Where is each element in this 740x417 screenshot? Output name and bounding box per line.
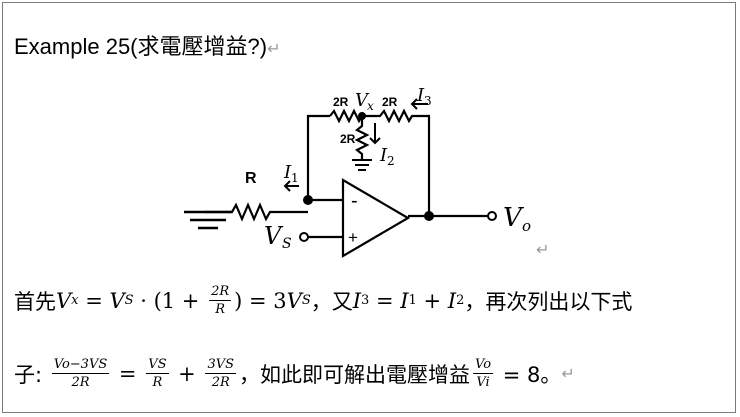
arrow-i3-icon: [410, 98, 428, 110]
op-amp-triangle: [341, 178, 411, 258]
page-frame: [2, 2, 736, 413]
arrow-i1-icon: [283, 180, 299, 192]
var-vs: V: [109, 288, 125, 313]
label-vs-sub: S: [282, 236, 292, 252]
label-vx-sub: x: [367, 99, 374, 113]
equation-line-2: 子: Vo−3VS 2R = VS R + 3VS 2R ，如此即可解出電壓增益…: [14, 358, 575, 389]
node-vx: [358, 112, 366, 120]
var-i1-sub: 1: [408, 293, 417, 308]
var-vs-sub: S: [301, 293, 311, 308]
paragraph-mark-icon: ↵: [536, 240, 550, 259]
op-equals: =: [78, 288, 110, 313]
label-i2-sub: 2: [387, 154, 395, 168]
label-vo-sub: o: [522, 217, 531, 235]
op-equals: =: [112, 361, 144, 386]
ground-symbol-mid: [352, 159, 372, 171]
label-i2: I: [379, 145, 388, 166]
fraction-2r-over-r: 2R R: [209, 284, 232, 317]
label-2r-vertical: 2R: [340, 132, 356, 146]
label-plus: +: [348, 228, 358, 247]
paragraph-mark-icon: ↵: [561, 364, 575, 383]
label-vs: V: [264, 222, 284, 250]
frac-num: Vo−3VS: [51, 357, 110, 374]
label-i1-sub: 1: [291, 171, 299, 185]
label-2r-right: 2R: [382, 95, 398, 109]
frac-den: R: [215, 302, 225, 317]
text-mid: ，如此即可解出電壓增益: [239, 362, 471, 387]
text-tail: ，再次列出以下式: [464, 289, 633, 314]
resistor-2r-vertical: [354, 116, 370, 160]
feedback-wire-left: [306, 114, 330, 200]
var-i3-sub: 3: [361, 293, 370, 308]
fraction-1: Vo−3VS 2R: [51, 357, 110, 390]
label-minus: -: [351, 190, 358, 212]
example-title: Example 25(求電壓增益?)↵: [14, 29, 280, 61]
frac-den: Vi: [476, 375, 490, 390]
resistor-2r-right: [362, 108, 431, 216]
text-lead: 首先: [14, 289, 56, 314]
var-i2-sub: 2: [456, 293, 465, 308]
fraction-gain: Vo Vi: [473, 357, 494, 390]
vo-terminal: [487, 211, 497, 221]
fraction-2: VS R: [146, 357, 169, 390]
label-vo: V: [503, 203, 524, 233]
vs-terminal: [299, 232, 309, 242]
resistor-2r-left: [329, 108, 363, 124]
var-vs-sub: S: [124, 293, 134, 308]
fraction-3: 3VS 2R: [205, 357, 237, 390]
op-dot: · (1 +: [133, 288, 207, 313]
frac-num: 3VS: [205, 357, 237, 374]
frac-num: VS: [146, 357, 169, 374]
frac-num: 2R: [209, 284, 232, 301]
label-i1: I: [283, 162, 292, 183]
var-vs: V: [286, 288, 302, 313]
var-i2: I: [447, 288, 457, 313]
frac-den: R: [152, 375, 163, 390]
resistor-r: [205, 202, 308, 222]
paragraph-mark-icon: ↵: [267, 39, 281, 58]
text-lead: 子:: [14, 362, 49, 387]
label-2r-left: 2R: [333, 95, 349, 109]
text-result: = 8。: [496, 362, 562, 387]
frac-num: Vo: [473, 357, 494, 374]
text-mid: ，又: [310, 289, 353, 314]
label-r: R: [245, 170, 257, 187]
var-vx: V: [56, 288, 72, 313]
label-i3-sub: 3: [424, 94, 432, 108]
label-i3: I: [416, 85, 425, 106]
op-plus: +: [171, 361, 203, 386]
frac-den: 2R: [211, 375, 230, 390]
op-plus: +: [416, 288, 448, 313]
op-equals: =: [369, 288, 401, 313]
op-close: ) = 3: [234, 288, 287, 313]
var-i1: I: [400, 288, 409, 313]
arrow-i2-icon: [369, 123, 381, 145]
ground-symbol-left: [184, 210, 232, 230]
label-vx: V: [355, 90, 370, 111]
title-text: Example 25(求電壓增益?): [14, 34, 268, 59]
frac-den: 2R: [71, 375, 90, 390]
var-i3: I: [352, 288, 362, 313]
var-vx-sub: x: [71, 293, 79, 308]
